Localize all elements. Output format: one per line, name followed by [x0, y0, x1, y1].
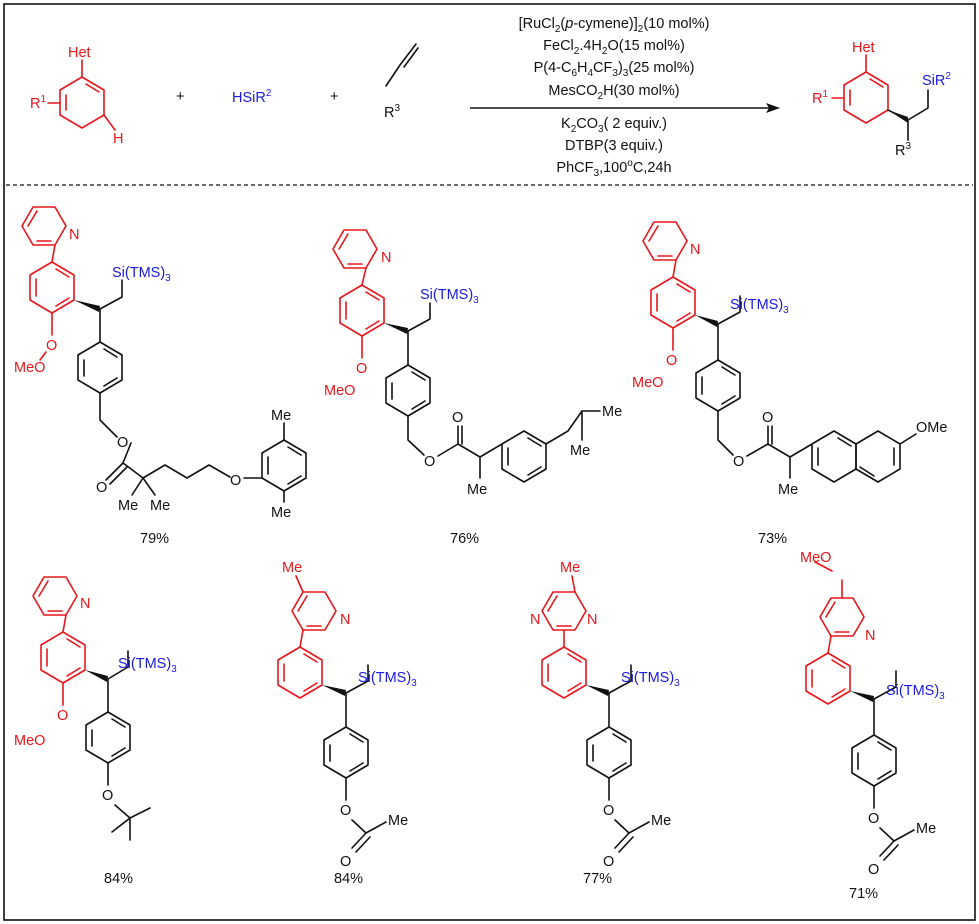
ex4-si: Si(TMS)3 [118, 656, 177, 675]
ex2-o-ester: O [424, 454, 435, 470]
product-r3-label: R3 [895, 141, 911, 159]
ex1-o-ether: O [230, 473, 241, 489]
ex1-n: N [69, 227, 79, 243]
plus-sign-2: + [330, 89, 338, 105]
example-4: Si(TMS)3 O MeO N O 84% [14, 576, 177, 887]
ex3-meo: MeO [632, 375, 663, 391]
ex2-o-carbonyl: O [452, 410, 463, 426]
product-si-label: SiR2 [922, 71, 951, 89]
product-r1-label: R1 [812, 89, 828, 107]
ex6-yield: 77% [583, 871, 612, 887]
ex1-me-bottom: Me [271, 505, 291, 521]
ex1-yield: 79% [140, 531, 169, 547]
ex6-me-top: Me [560, 560, 580, 576]
ex3-o-ester: O [733, 454, 744, 470]
condition-fecl2: FeCl2.4H2O(15 mol%) [543, 38, 685, 57]
plus-sign-1: + [176, 89, 184, 105]
example-2: Si(TMS)3 O MeO N O O Me Me Me 76% [324, 229, 622, 547]
r1-label: R1 [30, 94, 46, 112]
ex4-yield: 84% [104, 871, 133, 887]
ex3-ome: OMe [916, 420, 947, 436]
ex6-o-ester: O [603, 803, 614, 819]
ex5-n: N [340, 612, 350, 628]
ex7-yield: 71% [849, 886, 878, 902]
condition-oxidant: DTBP(3 equiv.) [565, 138, 663, 154]
reactant-alkene: R3 [384, 43, 419, 121]
ex3-o-carbonyl: O [762, 410, 773, 426]
example-1: Si(TMS)3 O MeO N O O O Me Me Me Me 79% [14, 206, 307, 547]
ex2-o-methoxy: O [356, 361, 367, 377]
ex4-n: N [80, 596, 90, 612]
ex5-si: Si(TMS)3 [358, 670, 417, 689]
ex1-o-methoxy: O [46, 338, 57, 354]
ex2-me: Me [467, 482, 487, 498]
example-3: Si(TMS)3 O MeO N O O Me OMe 73% [632, 221, 947, 547]
ex4-meo: MeO [14, 733, 45, 749]
condition-catalyst: [RuCl2(p-cymene)]2(10 mol%) [519, 16, 710, 35]
ex2-si: Si(TMS)3 [420, 287, 479, 306]
ex3-si: Si(TMS)3 [730, 297, 789, 316]
product-het-label: Het [852, 40, 875, 56]
ex1-o-ester: O [117, 435, 128, 451]
condition-solvent: PhCF3,100oC,24h [556, 158, 671, 179]
example-5: Me N Si(TMS)3 O Me O 84% [277, 560, 417, 887]
reaction-conditions: [RuCl2(p-cymene)]2(10 mol%) FeCl2.4H2O(1… [470, 16, 780, 179]
ex6-me: Me [651, 813, 671, 829]
ex6-n-left: N [530, 612, 540, 628]
h-label: H [113, 131, 123, 147]
ex1-si: Si(TMS)3 [112, 265, 171, 284]
ex6-n-right: N [587, 612, 597, 628]
ex5-me-top: Me [282, 560, 302, 576]
ex7-me: Me [916, 821, 936, 837]
ex1-me-top: Me [271, 408, 291, 424]
ex3-me: Me [778, 482, 798, 498]
ex1-o-carbonyl: O [96, 480, 107, 496]
condition-base: K2CO3( 2 equiv.) [561, 116, 667, 135]
ex5-o-carbonyl: O [340, 854, 351, 870]
scheme-border [3, 3, 976, 921]
ex1-me-b: Me [150, 498, 170, 514]
ex5-o-ester: O [340, 803, 351, 819]
ex7-meo: MeO [800, 550, 831, 566]
ex2-n: N [381, 250, 391, 266]
ex3-n: N [690, 242, 700, 258]
ex4-o-methoxy: O [57, 708, 68, 724]
ex7-o-carbonyl: O [868, 862, 879, 878]
ex2-yield: 76% [450, 531, 479, 547]
example-6: Me N N Si(TMS)3 O Me O 77% [530, 560, 680, 887]
condition-acid: MesCO2H(30 mol%) [548, 83, 679, 102]
ex5-yield: 84% [334, 871, 363, 887]
silane-label: HSiR2 [232, 88, 272, 106]
ex3-o-methoxy: O [666, 353, 677, 369]
ex4-o-ether: O [102, 788, 113, 804]
ex5-me: Me [388, 813, 408, 829]
ex3-yield: 73% [758, 531, 787, 547]
ex2-me-ibu1: Me [602, 404, 622, 420]
ex2-meo: MeO [324, 383, 355, 399]
r3-label: R3 [384, 103, 400, 121]
ex7-si: Si(TMS)3 [886, 683, 945, 702]
het-label: Het [68, 45, 91, 61]
ex1-meo: MeO [14, 360, 45, 376]
product-general: Het R1 SiR2 R3 [812, 40, 951, 159]
ex6-o-carbonyl: O [603, 854, 614, 870]
ex1-me-a: Me [118, 498, 138, 514]
ex7-o-ester: O [868, 811, 879, 827]
ex2-me-ibu2: Me [570, 443, 590, 459]
ex7-n: N [865, 628, 875, 644]
condition-phosphine: P(4-C6H4CF3)3(25 mol%) [534, 60, 695, 79]
ex6-si: Si(TMS)3 [621, 670, 680, 689]
reactant-arene: Het R1 H [30, 45, 123, 147]
example-7: MeO N Si(TMS)3 O Me O 71% [800, 550, 945, 902]
